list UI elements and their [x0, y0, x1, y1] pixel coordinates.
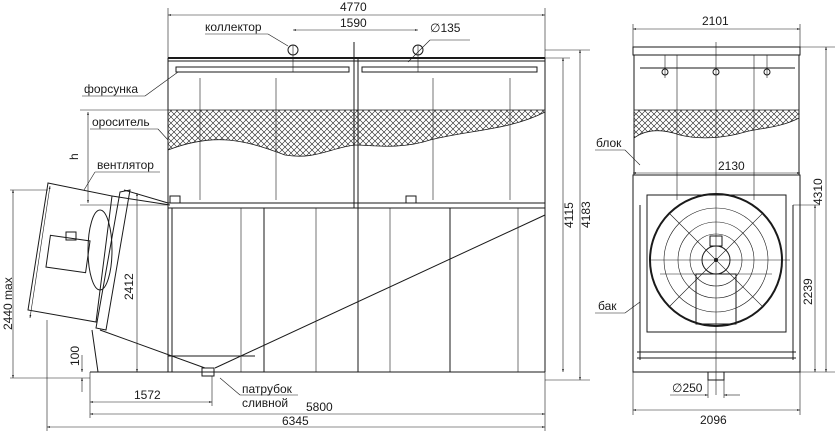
nozzle-bar-right: [361, 66, 538, 73]
label-sprinkler: ороситель: [92, 115, 150, 129]
label-block: блок: [596, 136, 622, 150]
front-sprinkler-fill: [633, 109, 800, 139]
front-drain-pipe: [707, 371, 725, 381]
dim-pipe-diameter: ∅135: [430, 21, 461, 35]
dim-4770: 4770: [340, 0, 367, 14]
label-tank: бак: [598, 299, 617, 313]
dim-100: 100: [68, 346, 82, 366]
tank-slope-left: [99, 329, 206, 369]
dim-1572: 1572: [134, 388, 161, 402]
fan-unit: [27, 182, 171, 373]
label-fan: вентлятор: [97, 158, 154, 172]
dim-drain-diameter: ∅250: [672, 381, 703, 395]
tank-slope-right: [214, 214, 546, 369]
dim-4115: 4115: [562, 202, 576, 228]
label-collector: коллектор: [205, 20, 262, 34]
dim-6345: 6345: [282, 414, 309, 428]
dim-4310: 4310: [811, 178, 825, 205]
label-drain-pipe-1: патрубок: [242, 382, 293, 396]
side-view: коллектор форсунка ороситель вентлятор п…: [1, 0, 593, 431]
dim-5800: 5800: [306, 400, 333, 414]
dim-h: h: [67, 153, 81, 160]
dim-2440-max: 2440 max: [1, 277, 15, 330]
dim-1590: 1590: [340, 16, 367, 30]
dim-2412: 2412: [122, 273, 136, 300]
front-view: блок бак 2101 2130 4310 2239 ∅250 2096: [595, 14, 835, 427]
dim-2096: 2096: [700, 413, 727, 427]
label-nozzle: форсунка: [84, 82, 138, 96]
fan-grille: [649, 193, 790, 327]
drain-pipe: [201, 367, 215, 377]
dim-2130: 2130: [718, 159, 745, 173]
dim-4183: 4183: [579, 201, 593, 228]
nozzle-bar-left: [175, 66, 350, 73]
dim-2101: 2101: [702, 14, 729, 28]
label-drain-pipe-2: сливной: [242, 396, 288, 410]
dim-2239: 2239: [801, 278, 815, 305]
sprinkler-fill: [167, 109, 546, 157]
